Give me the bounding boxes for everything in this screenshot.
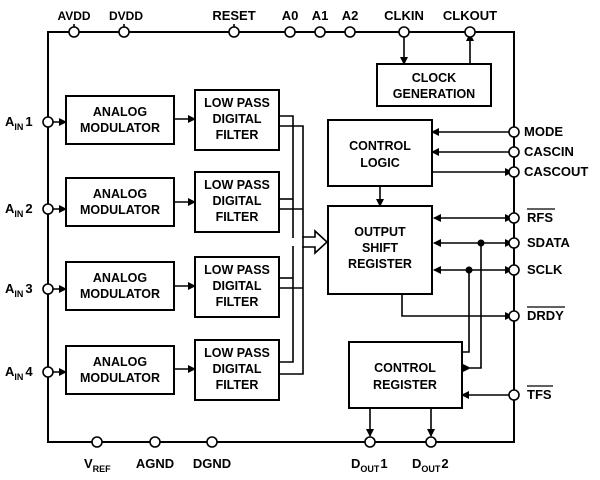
svg-text:FILTER: FILTER [216, 295, 259, 309]
pin-label-dout1: DOUT1 [351, 456, 388, 474]
low-pass-filter-4: LOW PASS DIGITAL FILTER [194, 339, 280, 401]
pin-label-cascin: CASCIN [524, 144, 574, 159]
pin-label-reset: RESET [212, 8, 255, 23]
svg-text:REGISTER: REGISTER [348, 257, 412, 271]
svg-text:ANALOG: ANALOG [93, 187, 147, 201]
svg-text:LOGIC: LOGIC [360, 156, 400, 170]
pin-label-a2: A2 [342, 8, 359, 23]
svg-text:LOW PASS: LOW PASS [204, 96, 270, 110]
pin-label-dgnd: DGND [193, 456, 231, 471]
svg-text:CONTROL: CONTROL [349, 139, 411, 153]
pin-label-vref: VREF [84, 456, 111, 474]
svg-text:GENERATION: GENERATION [393, 87, 475, 101]
clock-generation-block: CLOCK GENERATION [376, 63, 492, 107]
analog-modulator-4: ANALOG MODULATOR [65, 345, 175, 395]
pin-label-a1: A1 [312, 8, 329, 23]
pin-label-sclk: SCLK [527, 262, 563, 277]
svg-text:FILTER: FILTER [216, 128, 259, 142]
svg-text:ANALOG: ANALOG [93, 271, 147, 285]
pin-label-dout2: DOUT2 [412, 456, 449, 474]
pin-label-drdy: DRDY [527, 308, 564, 323]
chip-outline [47, 31, 515, 443]
control-logic-block: CONTROL LOGIC [327, 119, 433, 187]
svg-text:REGISTER: REGISTER [373, 378, 437, 392]
pin-label-agnd: AGND [136, 456, 174, 471]
svg-text:CONTROL: CONTROL [374, 361, 436, 375]
pin-label-clkout: CLKOUT [443, 8, 497, 23]
analog-modulator-3: ANALOG MODULATOR [65, 261, 175, 311]
pin-label-mode: MODE [524, 124, 563, 139]
pin-label-rfs: RFS [527, 210, 553, 225]
svg-text:LOW PASS: LOW PASS [204, 178, 270, 192]
svg-text:DIGITAL: DIGITAL [212, 279, 261, 293]
pin-label-sdata: SDATA [527, 235, 570, 250]
svg-text:DIGITAL: DIGITAL [212, 112, 261, 126]
pin-label-tfs: TFS [527, 387, 552, 402]
svg-text:LOW PASS: LOW PASS [204, 346, 270, 360]
svg-text:LOW PASS: LOW PASS [204, 263, 270, 277]
svg-text:MODULATOR: MODULATOR [80, 371, 160, 385]
low-pass-filter-3: LOW PASS DIGITAL FILTER [194, 256, 280, 318]
low-pass-filter-1: LOW PASS DIGITAL FILTER [194, 89, 280, 151]
pin-markers [42, 26, 520, 448]
pin-label-dvdd: DVDD [109, 9, 143, 23]
low-pass-filter-2: LOW PASS DIGITAL FILTER [194, 171, 280, 233]
svg-text:SHIFT: SHIFT [362, 241, 398, 255]
pin-label-cascout: CASCOUT [524, 164, 588, 179]
output-shift-register-block: OUTPUT SHIFT REGISTER [327, 205, 433, 295]
pin-label-clkin: CLKIN [384, 8, 424, 23]
control-register-block: CONTROL REGISTER [348, 341, 463, 409]
pin-label-a0: A0 [282, 8, 299, 23]
pin-label-avdd: AVDD [57, 9, 90, 23]
svg-text:MODULATOR: MODULATOR [80, 287, 160, 301]
svg-text:ANALOG: ANALOG [93, 105, 147, 119]
svg-text:DIGITAL: DIGITAL [212, 362, 261, 376]
svg-text:FILTER: FILTER [216, 378, 259, 392]
svg-text:MODULATOR: MODULATOR [80, 121, 160, 135]
svg-text:DIGITAL: DIGITAL [212, 194, 261, 208]
analog-modulator-2: ANALOG MODULATOR [65, 177, 175, 227]
svg-text:MODULATOR: MODULATOR [80, 203, 160, 217]
svg-text:OUTPUT: OUTPUT [354, 225, 406, 239]
analog-modulator-1: ANALOG MODULATOR [65, 95, 175, 145]
svg-text:CLOCK: CLOCK [412, 71, 456, 85]
svg-text:FILTER: FILTER [216, 210, 259, 224]
svg-text:ANALOG: ANALOG [93, 355, 147, 369]
